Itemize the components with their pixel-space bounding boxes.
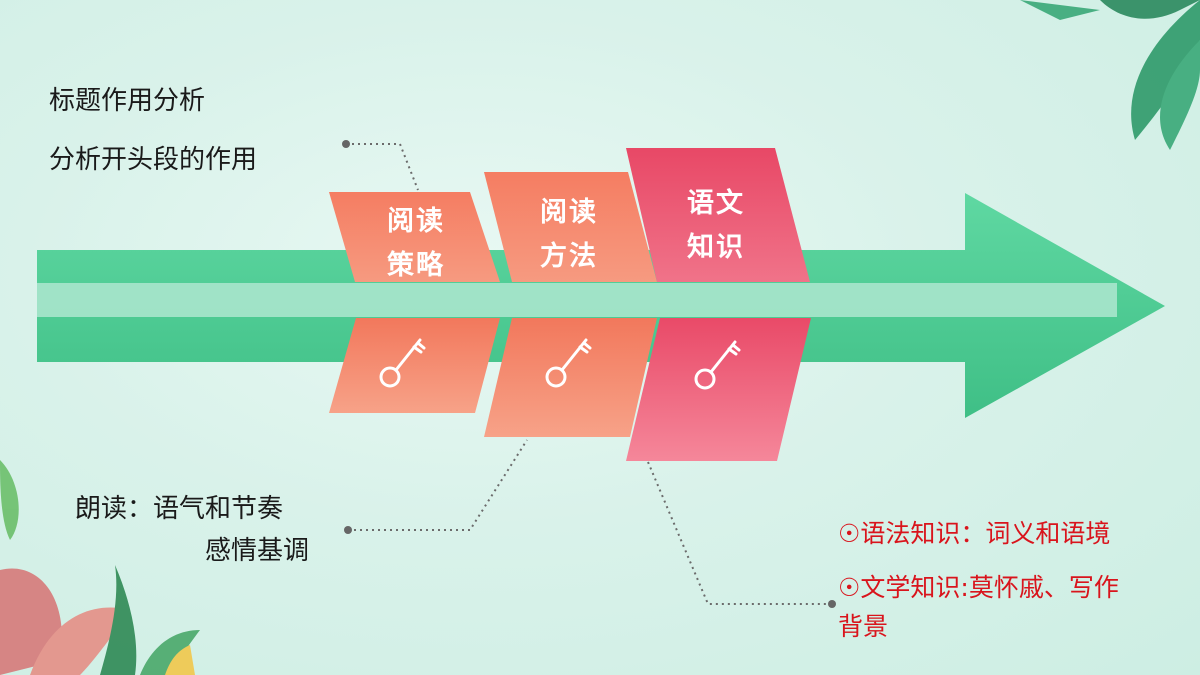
block-1-label-line1: 阅读 <box>387 206 445 237</box>
connector-dots <box>342 140 836 608</box>
block-2-label-line1: 阅读 <box>540 197 598 228</box>
text-grammar-knowledge: ☉语法知识：词义和语境 <box>838 519 1111 548</box>
key-icon <box>545 338 592 388</box>
block-1-top <box>329 192 500 282</box>
connector-lines <box>346 143 832 605</box>
block-3-label-line2: 知识 <box>687 232 745 263</box>
text-background: 背景 <box>838 612 889 641</box>
text-emotion-tone: 感情基调 <box>205 536 310 566</box>
key-icon <box>379 338 426 388</box>
text-literature-knowledge: ☉文学知识:莫怀戚、写作 <box>838 573 1119 602</box>
progress-arrow <box>37 193 1165 418</box>
block-1-label: 阅读 策略 <box>368 200 464 288</box>
block-3-label-line1: 语文 <box>687 188 745 219</box>
text-title-analysis: 标题作用分析 <box>49 86 206 116</box>
block-3-top <box>626 148 810 282</box>
block-1-label-line2: 策略 <box>387 250 445 281</box>
text-reading-tone: 朗读：语气和节奏 <box>75 494 284 524</box>
block-1-bottom <box>329 318 500 413</box>
block-3-label: 语文 知识 <box>668 182 764 270</box>
key-icon <box>694 340 741 390</box>
block-2-top <box>484 172 657 282</box>
leaf-decoration-bottom-left <box>0 460 200 675</box>
text-opening-analysis: 分析开头段的作用 <box>49 145 258 175</box>
block-2-label: 阅读 方法 <box>521 191 617 279</box>
block-3-bottom <box>626 318 811 461</box>
block-2-bottom <box>484 318 657 437</box>
leaf-decoration-top-right <box>1020 0 1200 150</box>
block-2-label-line2: 方法 <box>540 241 598 272</box>
